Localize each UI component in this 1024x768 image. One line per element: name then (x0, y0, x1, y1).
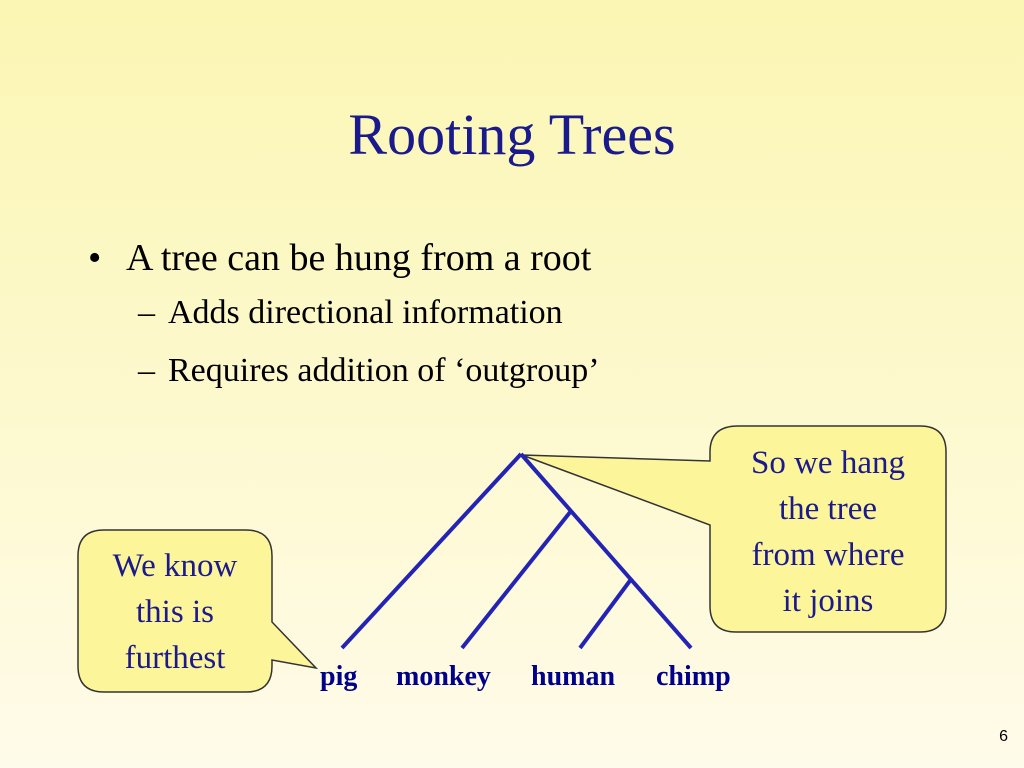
callout-line: So we hang (751, 445, 905, 481)
leaf-label-monkey: monkey (396, 661, 491, 692)
callout-line: furthest (124, 640, 226, 676)
callout-line: the tree (778, 491, 878, 527)
sub-bullet-marker: – (138, 294, 155, 331)
sub-bullet-text: Requires addition of ‘outgroup’ (168, 352, 600, 389)
branch-outer-right (519, 452, 693, 650)
sub-bullet-item: – Adds directional information (88, 284, 848, 342)
callout-line: We know (112, 548, 238, 584)
tree-branches (340, 452, 693, 650)
sub-bullet-item: – Requires addition of ‘outgroup’ (88, 342, 848, 400)
leaf-label-chimp: chimp (656, 661, 731, 692)
branch-human (578, 576, 634, 650)
bullet-list: • A tree can be hung from a root – Adds … (88, 232, 848, 400)
callout-line: it joins (782, 583, 874, 619)
sub-bullet-list: – Adds directional information – Require… (88, 284, 848, 400)
leaf-label-pig: pig (320, 661, 358, 692)
callout-line: from where (751, 537, 905, 573)
right-callout-shape (521, 425, 947, 633)
bullet-marker: • (88, 237, 102, 279)
left-callout-shape (77, 529, 319, 693)
bullet-item: • A tree can be hung from a root – Adds … (88, 232, 848, 400)
branch-monkey (460, 509, 573, 650)
leaf-label-human: human (531, 661, 616, 692)
callout-line: this is (136, 594, 214, 630)
right-callout-text: So we hang the tree from where it joins (712, 440, 944, 624)
sub-bullet-text: Adds directional information (168, 294, 563, 331)
left-callout-text: We know this is furthest (80, 543, 270, 681)
page-number: 6 (999, 728, 1008, 745)
branch-pig (340, 452, 523, 650)
bullet-main: • A tree can be hung from a root (88, 232, 848, 284)
bullet-text: A tree can be hung from a root (126, 237, 592, 279)
sub-bullet-marker: – (138, 352, 155, 389)
slide-title: Rooting Trees (348, 102, 676, 167)
